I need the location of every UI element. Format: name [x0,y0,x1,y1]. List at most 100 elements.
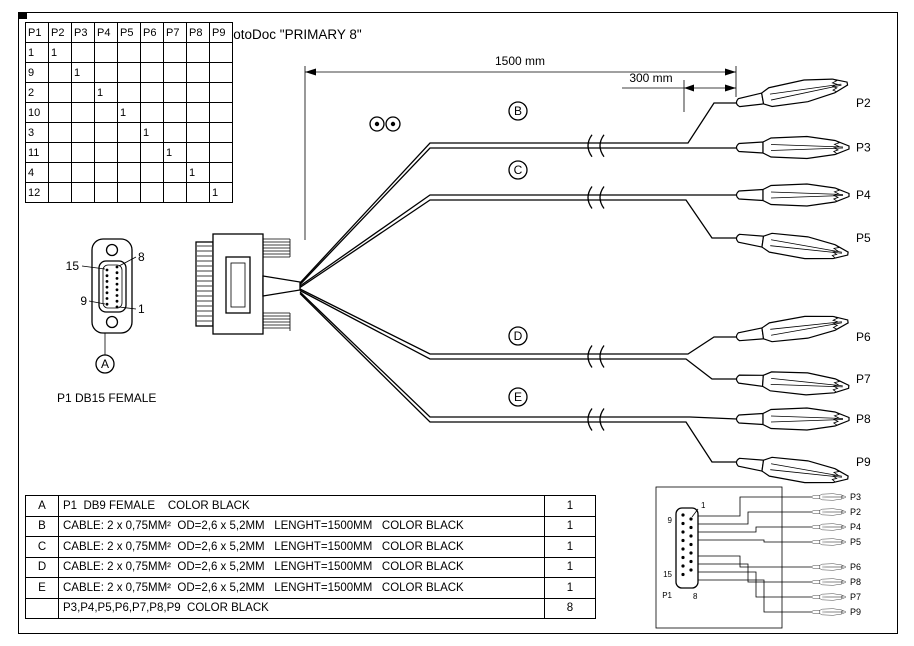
pin-table-header-cell: P9 [209,22,233,43]
pin-table-header-cell: P4 [94,22,118,43]
clip-label: P9 [856,455,871,469]
pin-table-cell [71,42,95,63]
branch-letters: B C D E [508,101,528,407]
parts-table-qty-cell: 1 [544,556,596,578]
parts-table-qty-cell: 1 [544,577,596,599]
dimension-1500mm: 1500 mm [304,54,737,240]
pin-table-cell: 1 [186,162,210,183]
corner-mark [18,12,27,19]
pin-table-cell [117,42,141,63]
twisted-pair-marker [369,116,401,132]
pin-table-cell [186,142,210,163]
pin-table-cell [94,62,118,83]
mini-pin-label-15: 15 [663,570,672,579]
pin-table-cell [71,182,95,203]
pin-table-cell [163,42,187,63]
parts-table-desc-cell: CABLE: 2 x 0,75MM² OD=2,6 x 5,2MM LENGHT… [58,577,545,599]
pin-table-cell: 9 [25,62,49,83]
mini-connector-name: P1 [662,591,672,600]
pin-table-cell: 1 [117,102,141,123]
pin-table-cell [140,162,164,183]
clip-label: P8 [856,412,871,426]
pin-table-cell [94,182,118,203]
pin-table-cell [140,42,164,63]
pin-table-row: 10 1 [25,102,233,123]
branch-letter-e: E [514,390,522,404]
parts-table-ref-cell: E [25,577,59,599]
pin-table-cell: 3 [25,122,49,143]
pin-table-cell [94,162,118,183]
pin-table-cell [117,182,141,203]
pin-table-cell [94,142,118,163]
pin-table-cell [71,162,95,183]
branch-letter-b: B [514,104,522,118]
pin-table-cell: 10 [25,102,49,123]
parts-table-ref-cell [25,597,59,619]
branch-letter-c: C [514,163,523,177]
pin-table-cell [48,82,72,103]
pin-table-cell [140,102,164,123]
parts-table-ref-cell: D [25,556,59,578]
mini-pin-label-8: 8 [693,592,698,601]
clip-labels: P2 P3 P4 P5 P6 P7 P8 P9 [856,96,871,469]
parts-table-desc-cell: CABLE: 2 x 0,75MM² OD=2,6 x 5,2MM LENGHT… [58,515,545,537]
mini-pin-label-9: 9 [668,516,673,525]
pin-table-cell [186,102,210,123]
mini-clip-labels: P3 P2 P4 P5 P6 P8 P7 P9 [850,492,861,617]
pin-table-cell: 1 [94,82,118,103]
mini-clip-label: P4 [850,522,861,532]
pin-table-cell [94,42,118,63]
clip-label: P2 [856,96,871,110]
drawing-title: MotoDoc "PRIMARY 8" [222,27,362,42]
pin-table-header-cell: P8 [186,22,210,43]
pin-table-cell: 1 [48,42,72,63]
branch-letter-d: D [514,329,523,343]
pin-table-cell [140,182,164,203]
db15-pin-dots [105,265,119,309]
alligator-clips [733,72,851,490]
pin-table-cell [163,182,187,203]
cable-break-marks [587,134,605,431]
pin-label-9: 9 [80,294,87,308]
dim-breakout-label: 300 mm [629,71,672,85]
pin-table-cell [117,142,141,163]
clip-label: P3 [856,141,871,155]
db15-side-view [195,233,301,335]
pin-table-cell [48,102,72,123]
pin-table-cell [209,42,233,63]
pin-table-cell: 1 [140,122,164,143]
pin-table-header-cell: P6 [140,22,164,43]
pin-table-cell [140,62,164,83]
mini-clip-label: P6 [850,562,861,572]
pin-table-cell [117,122,141,143]
clip-p8 [735,407,850,431]
pin-table-cell [71,142,95,163]
clip-p5 [734,226,851,266]
pin-label-1: 1 [138,302,145,316]
parts-table-desc-cell: CABLE: 2 x 0,75MM² OD=2,6 x 5,2MM LENGHT… [58,556,545,578]
pin-table-cell [94,102,118,123]
parts-table-ref-cell: A [25,495,59,517]
clip-p9 [734,450,851,490]
pin-table-cell [117,82,141,103]
clip-p3 [735,135,850,160]
clip-p6 [734,309,851,349]
pin-label-15: 15 [66,259,80,273]
db15-caption: P1 DB15 FEMALE [57,391,156,405]
clip-p4 [735,183,850,207]
mini-clip-label: P2 [850,507,861,517]
clip-label: P6 [856,330,871,344]
parts-table-qty-cell: 8 [544,597,596,619]
pin-table-cell [209,162,233,183]
